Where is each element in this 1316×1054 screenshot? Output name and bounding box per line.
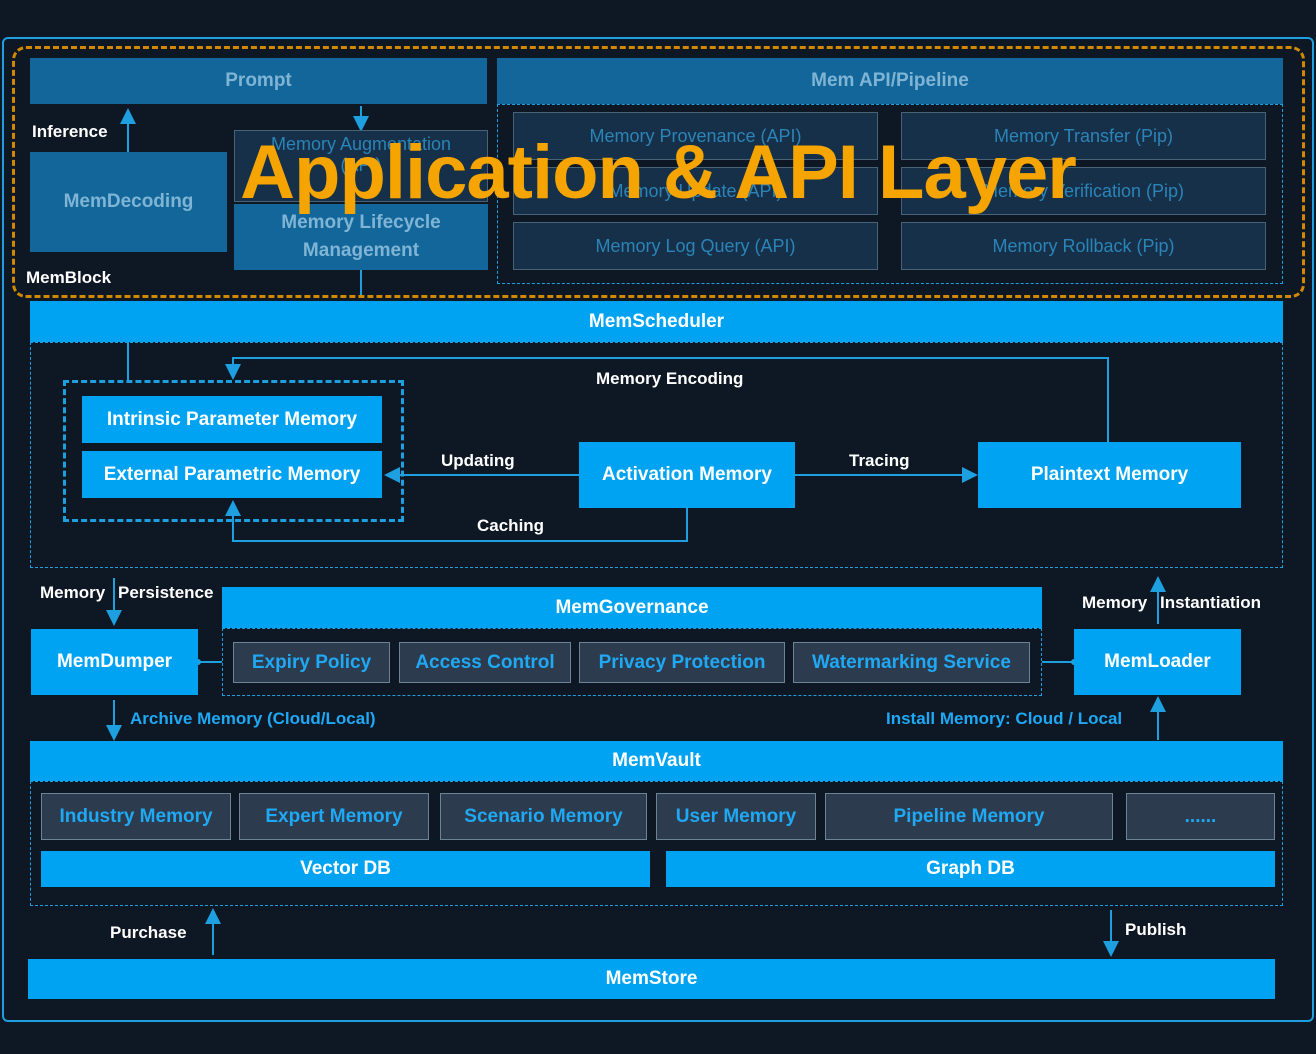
memory-lifecycle-box: Memory Lifecycle Management (234, 204, 488, 270)
intrinsic-parameter-memory: Intrinsic Parameter Memory (82, 396, 382, 443)
policy-item: Expiry Policy (233, 642, 390, 683)
memstore-bar: MemStore (28, 959, 1275, 999)
vault-item: User Memory (656, 793, 816, 840)
caching-arrow (225, 500, 688, 542)
api-item: Memory Verification (Pip) (901, 167, 1266, 215)
purchase-label: Purchase (110, 923, 187, 942)
vault-item: Industry Memory (41, 793, 231, 840)
inference-label: Inference (32, 122, 108, 141)
memory-augmentation-label: Memory Augmentation (270, 134, 452, 154)
api-item: Memory Log Query (API) (513, 222, 878, 270)
memdumper-box: MemDumper (31, 629, 198, 695)
scheduler-container (30, 342, 1283, 568)
external-parametric-memory: External Parametric Memory (82, 451, 382, 498)
caching-label: Caching (477, 516, 545, 535)
activation-memory: Activation Memory (579, 442, 795, 508)
api-items-container (497, 104, 1283, 284)
policy-item: Privacy Protection (579, 642, 785, 683)
tracing-label: Tracing (849, 451, 910, 470)
memory-augmentation-sub: (API) (340, 155, 382, 175)
governance-container (222, 628, 1042, 696)
archive-memory-label: Archive Memory (Cloud/Local) (130, 709, 376, 728)
policy-item: Watermarking Service (793, 642, 1030, 683)
memvault-bar: MemVault (30, 741, 1283, 781)
vault-item-more: ...... (1126, 793, 1275, 840)
application-layer-highlight (12, 46, 1305, 298)
application-layer-title: Application & API Layer (240, 130, 1077, 215)
policy-item: Access Control (399, 642, 571, 683)
api-item: Memory Provenance (API) (513, 112, 878, 160)
persistence-label-left: Memory (40, 583, 106, 602)
graph-db-bar: Graph DB (666, 851, 1275, 887)
vault-container (30, 781, 1283, 906)
instantiation-label-right: Instantiation (1160, 593, 1262, 612)
vault-item: Pipeline Memory (825, 793, 1113, 840)
updating-label: Updating (441, 451, 515, 470)
memblock-label: MemBlock (26, 268, 112, 287)
persistence-label-right: Persistence (118, 583, 214, 602)
memgovernance-bar: MemGovernance (222, 587, 1042, 628)
prompt-bar: Prompt (30, 58, 487, 104)
parametric-memory-group (63, 380, 404, 522)
publish-label: Publish (1125, 920, 1187, 939)
install-memory-label: Install Memory: Cloud / Local (886, 709, 1123, 728)
vault-item: Expert Memory (239, 793, 429, 840)
api-item: Memory Update (API) (513, 167, 878, 215)
plaintext-memory: Plaintext Memory (978, 442, 1241, 508)
memscheduler-bar: MemScheduler (30, 301, 1283, 342)
memdecoding-box: MemDecoding (30, 152, 227, 252)
vector-db-bar: Vector DB (41, 851, 650, 887)
architecture-frame (2, 37, 1314, 1022)
memloader-box: MemLoader (1074, 629, 1241, 695)
vault-item: Scenario Memory (440, 793, 647, 840)
instantiation-label-left: Memory (1082, 593, 1148, 612)
memory-encoding-label: Memory Encoding (596, 369, 744, 388)
api-item: Memory Transfer (Pip) (901, 112, 1266, 160)
api-item: Memory Rollback (Pip) (901, 222, 1266, 270)
mem-api-pipeline-bar: Mem API/Pipeline (497, 58, 1283, 104)
encoding-arrow (225, 357, 1109, 442)
memory-augmentation-box: Memory Augmentation (API) (234, 130, 488, 202)
